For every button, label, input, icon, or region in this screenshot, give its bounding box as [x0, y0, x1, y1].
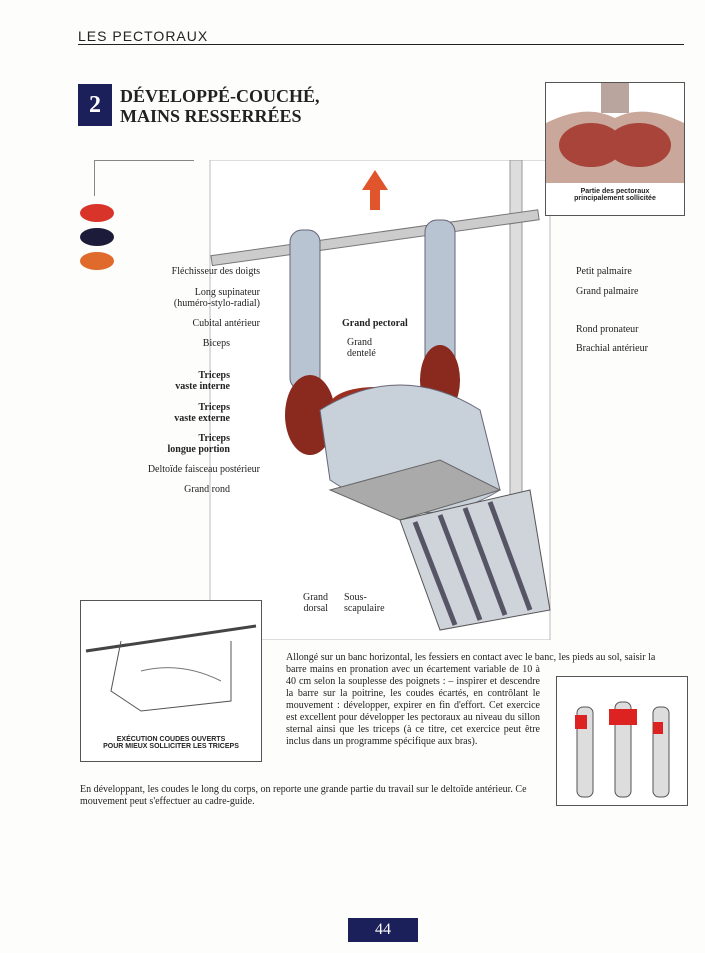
paragraph-variant: En développant, les coudes le long du co…: [80, 784, 527, 807]
label-line: Sous-: [344, 592, 367, 603]
title-line-1: DÉVELOPPÉ-COUCHÉ,: [120, 86, 320, 106]
decor-line: [94, 160, 95, 196]
label-line: Long supinateur: [194, 287, 260, 298]
label-cubital: Cubital antérieur: [192, 318, 260, 329]
label-line: Triceps: [198, 370, 230, 381]
paragraph-instructions: barre mains en pronation avec un écartem…: [286, 664, 540, 747]
label-line: Grand: [303, 592, 328, 603]
label-line: longue portion: [167, 444, 230, 455]
label-line: Triceps: [198, 402, 230, 413]
label-flechisseur: Fléchisseur des doigts: [171, 266, 260, 277]
label-line: scapulaire: [344, 603, 385, 614]
caption-line: Partie des pectoraux: [580, 188, 650, 195]
muscle-color-dark: [80, 228, 114, 246]
caption-line: POUR MIEUX SOLLICITER LES TRICEPS: [103, 743, 239, 750]
anatomy-figures-inset: [556, 676, 688, 806]
header-rule: [78, 44, 684, 45]
pectoral-illustration: [546, 83, 684, 183]
paragraph-intro: Allongé sur un banc horizontal, les fess…: [286, 652, 656, 663]
exercise-title: DÉVELOPPÉ-COUCHÉ, MAINS RESSERRÉES: [120, 86, 320, 126]
label-grand-pectoral: Grand pectoral: [342, 318, 408, 329]
label-deltoide: Deltoïde faisceau postérieur: [147, 464, 260, 475]
label-rond-pronateur: Rond pronateur: [576, 324, 639, 335]
label-petit-palmaire: Petit palmaire: [576, 266, 632, 277]
label-line: Grand: [347, 337, 372, 348]
label-line: (huméro-stylo-radial): [173, 298, 260, 309]
title-line-2: MAINS RESSERRÉES: [120, 106, 302, 126]
exercise-number: 2: [78, 84, 112, 126]
label-long-supinateur: Long supinateur(huméro-stylo-radial): [174, 287, 260, 309]
label-grand-palmaire: Grand palmaire: [576, 286, 639, 297]
caption-line: principalement sollicitée: [574, 195, 656, 202]
label-line: vaste externe: [174, 413, 230, 424]
anatomy-figures-illustration: [575, 701, 670, 798]
section-header: LES PECTORAUX: [78, 28, 209, 44]
muscle-color-red: [80, 204, 114, 222]
label-sous-scapulaire: Sous-scapulaire: [344, 592, 385, 614]
page-number: 44: [348, 918, 418, 942]
label-brachial: Brachial antérieur: [576, 343, 648, 354]
label-grand-rond: Grand rond: [184, 484, 230, 495]
label-biceps: Biceps: [202, 338, 230, 349]
caption-line: EXÉCUTION COUDES OUVERTS: [116, 736, 226, 743]
label-line: dentelé: [347, 348, 376, 359]
decor-line: [94, 160, 194, 161]
label-line: dorsal: [303, 603, 328, 614]
bench-press-illustration: [209, 160, 551, 640]
muscle-color-orange: [80, 252, 114, 270]
label-line: vaste interne: [175, 381, 230, 392]
label-line: Triceps: [198, 433, 230, 444]
elbows-out-illustration: [85, 624, 257, 712]
